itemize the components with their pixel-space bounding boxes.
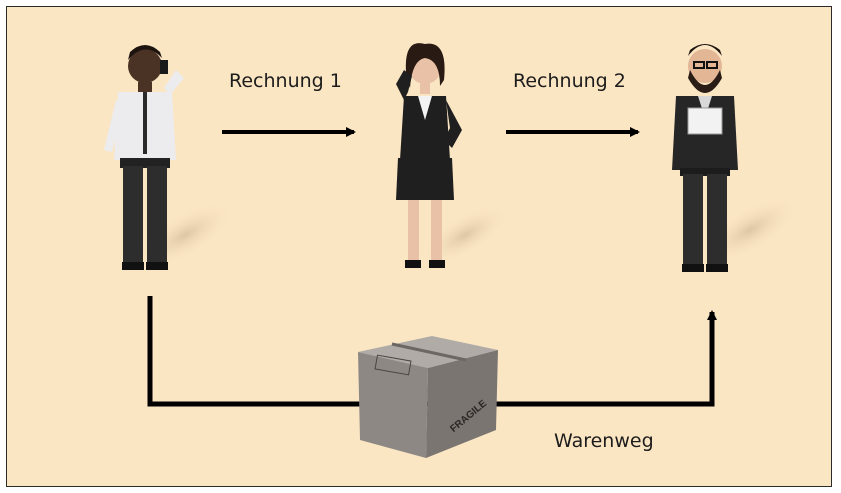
invoice-2-label: Rechnung 2 [513, 70, 626, 92]
goods-flow-label: Warenweg [554, 430, 654, 452]
person-seller-figure [104, 45, 184, 270]
invoice-1-label: Rechnung 1 [229, 70, 342, 92]
person-intermediary-figure [396, 43, 462, 268]
parcel-box-figure: FRAGILE [358, 336, 498, 458]
person-buyer-figure [672, 44, 738, 272]
shadow-middle [420, 204, 510, 266]
